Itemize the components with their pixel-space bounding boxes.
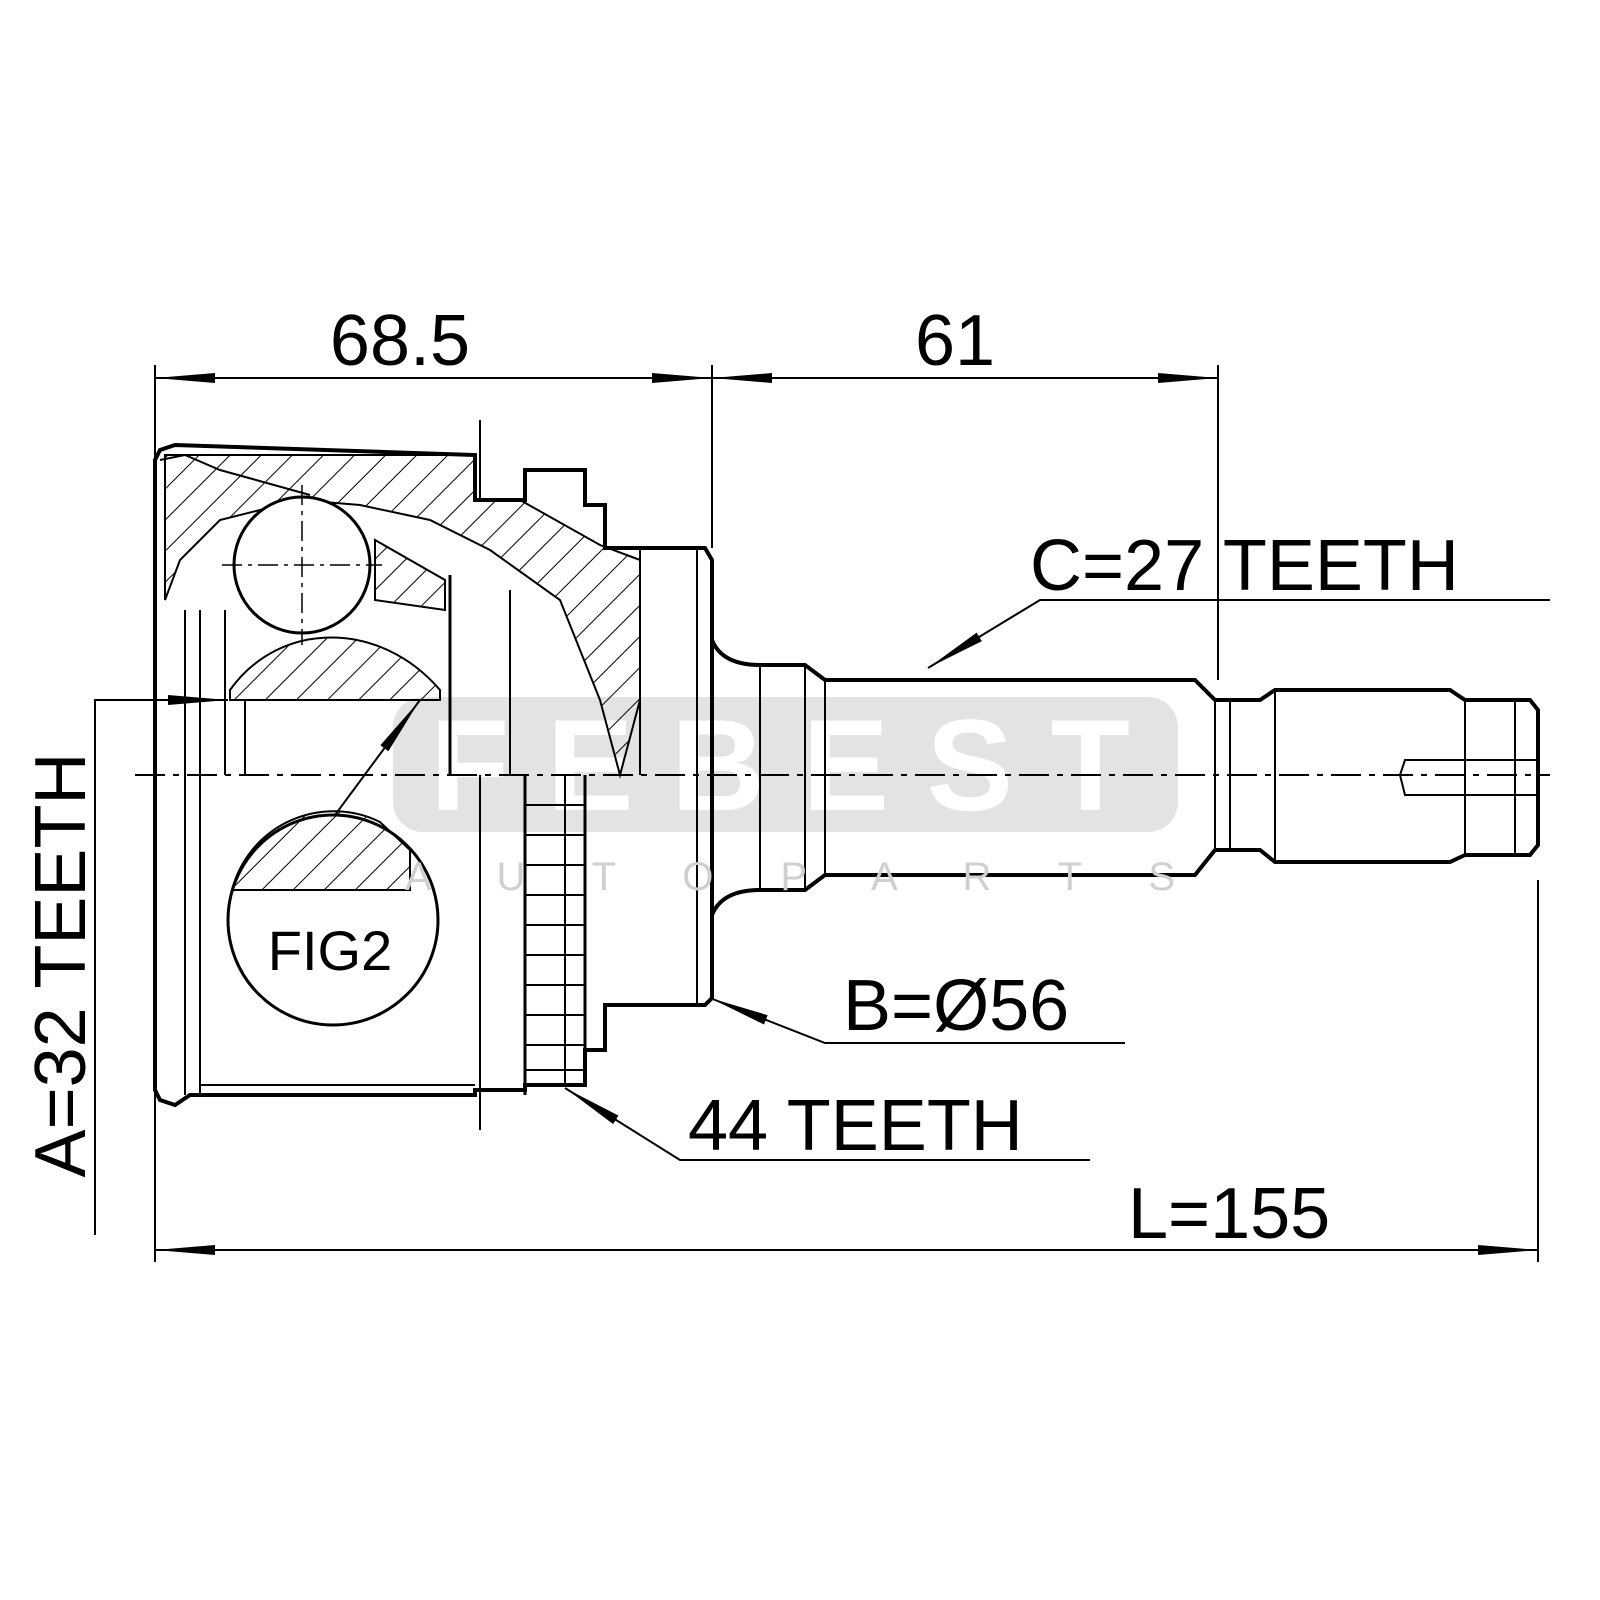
label-abs-teeth: 44 TEETH bbox=[688, 1086, 1023, 1166]
dim-shaft-length: 61 bbox=[915, 301, 995, 381]
label-outer-spline: C=27 TEETH bbox=[1030, 526, 1459, 606]
dimension-lines bbox=[94, 365, 1550, 1262]
label-total-length: L=155 bbox=[1128, 1174, 1330, 1254]
dim-housing-length: 68.5 bbox=[330, 301, 470, 381]
label-inner-spline: A=32 TEETH bbox=[21, 753, 101, 1178]
label-seal-diameter: B=Ø56 bbox=[843, 966, 1069, 1046]
watermark-tagline: A U T O P A R T S bbox=[405, 855, 1175, 899]
label-fig2: FIG2 bbox=[268, 919, 392, 982]
watermark-band bbox=[393, 697, 1178, 832]
part-outline bbox=[153, 420, 1540, 1130]
watermark: FEBEST bbox=[393, 692, 1178, 838]
